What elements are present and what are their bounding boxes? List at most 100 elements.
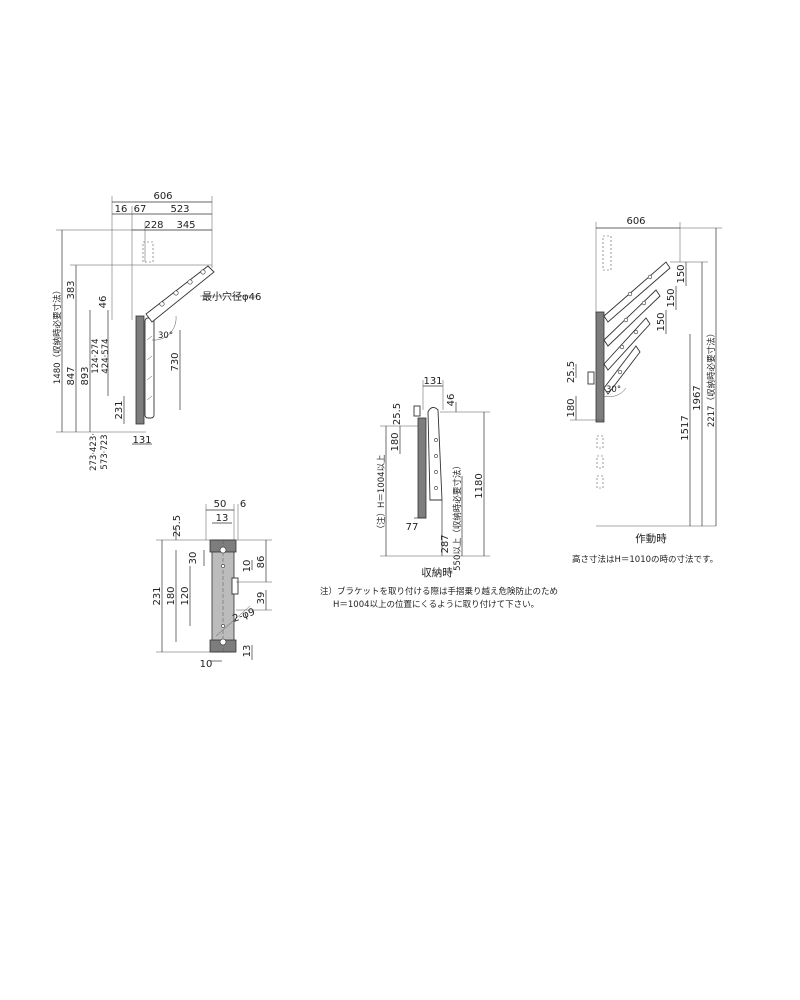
- dim-77: 77: [406, 522, 419, 533]
- arm-hole: [173, 290, 179, 296]
- dim-hole: 2-φ9: [231, 607, 256, 625]
- arm-hole: [633, 329, 639, 335]
- angle-30: 30°: [606, 385, 621, 395]
- dim-180: 180: [390, 432, 401, 451]
- dim-16: 16: [115, 204, 128, 215]
- dim-1480: 1480（収納時必要寸法）: [52, 286, 63, 384]
- arm-3: [603, 317, 651, 371]
- dim-120: 120: [180, 586, 191, 605]
- dim-86: 86: [256, 556, 267, 569]
- angle-arc: [151, 315, 177, 341]
- dim-231: 231: [152, 586, 163, 605]
- dim-150c: 150: [656, 312, 667, 331]
- dim-1967: 1967: [692, 385, 703, 410]
- stored-outline: [596, 475, 604, 489]
- pin-hole: [221, 564, 225, 568]
- rail-slot: [146, 375, 153, 381]
- stored-outline: [596, 435, 604, 449]
- dim-13-top: 13: [216, 513, 229, 524]
- wall-bracket: [135, 315, 145, 425]
- dim-50: 50: [214, 499, 227, 510]
- hook: [587, 371, 595, 385]
- dim-25-5: 25.5: [172, 515, 183, 537]
- dim-13-right: 13: [242, 645, 253, 658]
- mounting-hole-top: [219, 546, 227, 554]
- dim-730: 730: [170, 352, 181, 371]
- note-operating: 高さ寸法はH＝1010の時の寸法です。: [572, 554, 718, 565]
- arm-hole: [647, 274, 653, 280]
- caption-stored: 収納時: [421, 566, 453, 579]
- arm-1: [603, 261, 671, 323]
- hole-note: 最小穴径φ46: [202, 290, 261, 303]
- dim-424-574: 424·574: [101, 338, 111, 373]
- dim-124-274: 124·274: [91, 338, 101, 373]
- dim-1517: 1517: [680, 415, 691, 440]
- folded-arm: [144, 317, 155, 419]
- dim-345: 345: [176, 220, 195, 231]
- wall-bracket: [595, 311, 605, 423]
- stored-view: 131 25.5 46 180 （注）H＝1004以上 1180 77 287 …: [320, 376, 558, 610]
- dim-67: 67: [134, 204, 147, 215]
- arm-hole: [159, 301, 165, 307]
- arm-hole: [627, 291, 633, 297]
- dim-287: 287: [440, 534, 451, 553]
- dim-180: 180: [566, 398, 577, 417]
- stored-outline: [602, 235, 612, 271]
- note-h: （注）H＝1004以上: [376, 454, 387, 534]
- hook: [413, 405, 421, 417]
- wall-bracket: [417, 417, 427, 519]
- dim-2217: 2217（収納時必要寸法）: [706, 329, 717, 427]
- dim-847: 847: [66, 366, 77, 385]
- arm-hole: [187, 279, 193, 285]
- dim-10-bottom: 10: [200, 659, 213, 670]
- stored-outline: [596, 455, 604, 469]
- dim-10-right: 10: [242, 560, 253, 573]
- dim-1180: 1180: [474, 473, 485, 498]
- note-line-1: 注）ブラケットを取り付ける際は手摺乗り越え危険防止のため: [320, 586, 558, 597]
- dim-131: 131: [132, 435, 151, 446]
- dim-6: 6: [240, 499, 246, 510]
- diagonal-arm: [145, 265, 215, 323]
- side-view: 606 16 67 523 228 345 1480（収納時必要寸法） 383 …: [52, 191, 261, 471]
- folded-arms: [427, 407, 443, 501]
- leader-line: [215, 605, 251, 637]
- arm-2: [603, 289, 661, 347]
- mounting-hole-bottom: [219, 638, 227, 646]
- dim-39: 39: [256, 592, 267, 605]
- dim-550: 550以上（収納時必要寸法）: [452, 461, 463, 571]
- caption-operating: 作動時: [635, 532, 667, 545]
- dim-606: 606: [626, 216, 645, 227]
- dim-30: 30: [188, 552, 199, 565]
- arm-hole: [619, 344, 625, 350]
- dim-46: 46: [98, 296, 109, 309]
- arm-hole: [617, 369, 623, 375]
- dim-180: 180: [166, 586, 177, 605]
- dim-383: 383: [66, 280, 77, 299]
- dim-523: 523: [170, 204, 189, 215]
- arm-hole: [434, 454, 438, 458]
- dim-131: 131: [423, 376, 442, 387]
- dim-46: 46: [446, 394, 457, 407]
- arm-hole: [434, 470, 438, 474]
- dim-573-723: 573·723: [100, 434, 110, 469]
- dim-150b: 150: [666, 288, 677, 307]
- stored-outline: [142, 241, 154, 263]
- dim-893: 893: [80, 366, 91, 385]
- pin-hole: [221, 624, 225, 628]
- arm-hole: [641, 300, 647, 306]
- rail-slot: [146, 355, 153, 361]
- note-line-2: H＝1004以上の位置にくるように取り付けて下さい。: [333, 599, 539, 610]
- dim-25-5: 25.5: [566, 361, 577, 383]
- dim-231: 231: [114, 400, 125, 419]
- dim-150a: 150: [676, 264, 687, 283]
- arm-hole: [623, 317, 629, 323]
- dim-228: 228: [144, 220, 163, 231]
- rail-slot: [146, 395, 153, 401]
- arm-hole: [434, 486, 438, 490]
- angle-30: 30°: [158, 331, 173, 341]
- dim-25-5: 25.5: [392, 403, 403, 425]
- bracket-front-view: 50 6 13 231 25.5 180 120 30 2-φ9: [152, 499, 272, 670]
- dim-606: 606: [153, 191, 172, 202]
- bracket-clip: [231, 577, 239, 595]
